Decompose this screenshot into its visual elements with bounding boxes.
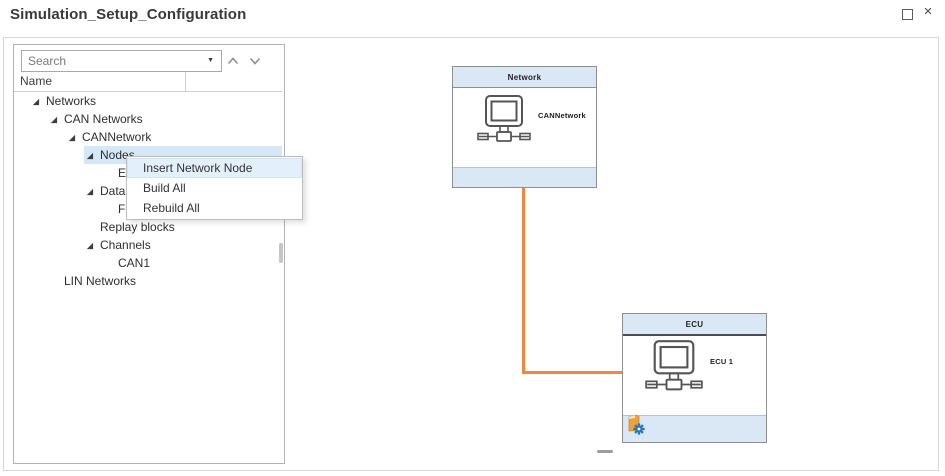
network-node-name: CANNetwork [538,111,586,120]
tree-item-cannetwork[interactable]: CANNetwork [14,128,282,146]
tree-item-label: Replay blocks [100,220,175,234]
tree-panel [13,44,285,464]
ecu-box-header: ECU [623,314,766,336]
expander-icon[interactable] [66,133,76,142]
network-node-box[interactable]: Network CANNetwork [452,66,597,188]
close-icon: × [923,3,933,20]
context-menu-item-insert-network-node[interactable]: Insert Network Node [127,158,302,178]
column-header-name: Name [20,74,53,88]
ecu-node-name: ECU 1 [710,357,734,366]
tree-row-content: Networks [30,92,282,110]
network-connector-horizontal [522,371,623,374]
tree-item-label: CAN1 [118,256,151,270]
tree-row-content: Replay blocks [84,218,282,236]
expander-icon[interactable] [84,241,94,250]
search-prev-button[interactable] [225,53,241,69]
column-divider[interactable] [185,72,186,91]
restore-icon [901,8,913,20]
tree-item-label: Networks [46,94,97,108]
tree-item-can1[interactable]: CAN1 [14,254,282,272]
chevron-down-icon [249,57,261,65]
tree-item-label: CAN Networks [64,112,143,126]
tree-row-content: LIN Networks [48,272,282,290]
tree-item-lin-networks[interactable]: LIN Networks [14,272,282,290]
tree-item-can-networks[interactable]: CAN Networks [14,110,282,128]
network-box-footer [453,167,596,187]
tree-row-content: CAN1 [102,254,282,272]
tree-item-label: Channels [100,238,151,252]
network-box-header: Network [453,67,596,88]
network-box-title: Network [507,72,542,82]
tree-item-label: LIN Networks [64,274,137,288]
search-next-button[interactable] [247,53,263,69]
tree-scrollbar-thumb[interactable] [279,243,283,263]
dropdown-arrow-icon[interactable]: ▼ [207,57,214,64]
ecu-computer-icon [645,339,703,404]
tree-item-label: CANNetwork [82,130,152,144]
expander-icon[interactable] [84,151,94,160]
ecu-node-box[interactable]: ECU ECU 1 [622,313,767,443]
network-connector-vertical [522,186,525,374]
column-header-row[interactable]: Name [14,72,282,92]
ecu-box-title: ECU [685,319,704,329]
expander-icon[interactable] [30,97,40,106]
canvas-scroll-handle[interactable] [597,450,613,453]
tree-item-replay-blocks[interactable]: Replay blocks [14,218,282,236]
chevron-up-icon [227,57,239,65]
ecu-box-footer [623,414,766,442]
context-menu-item-build-all[interactable]: Build All [143,181,186,195]
tree-row-content: CAN Networks [48,110,282,128]
page-title: Simulation_Setup_Configuration [10,6,247,23]
expander-icon[interactable] [48,115,58,124]
restore-button[interactable] [899,6,915,22]
tree-row-content: Channels [84,236,282,254]
tree-item-networks[interactable]: Networks [14,92,282,110]
tree-row-content: CANNetwork [66,128,282,146]
expander-icon[interactable] [84,187,94,196]
node-config-icon[interactable] [627,414,645,440]
close-button[interactable]: × [920,4,936,20]
context-menu-item-rebuild-all[interactable]: Rebuild All [143,201,200,215]
network-computer-icon [477,94,531,155]
search-combobox[interactable]: ▼ [21,50,222,72]
search-input[interactable] [22,53,204,69]
tree-item-channels[interactable]: Channels [14,236,282,254]
